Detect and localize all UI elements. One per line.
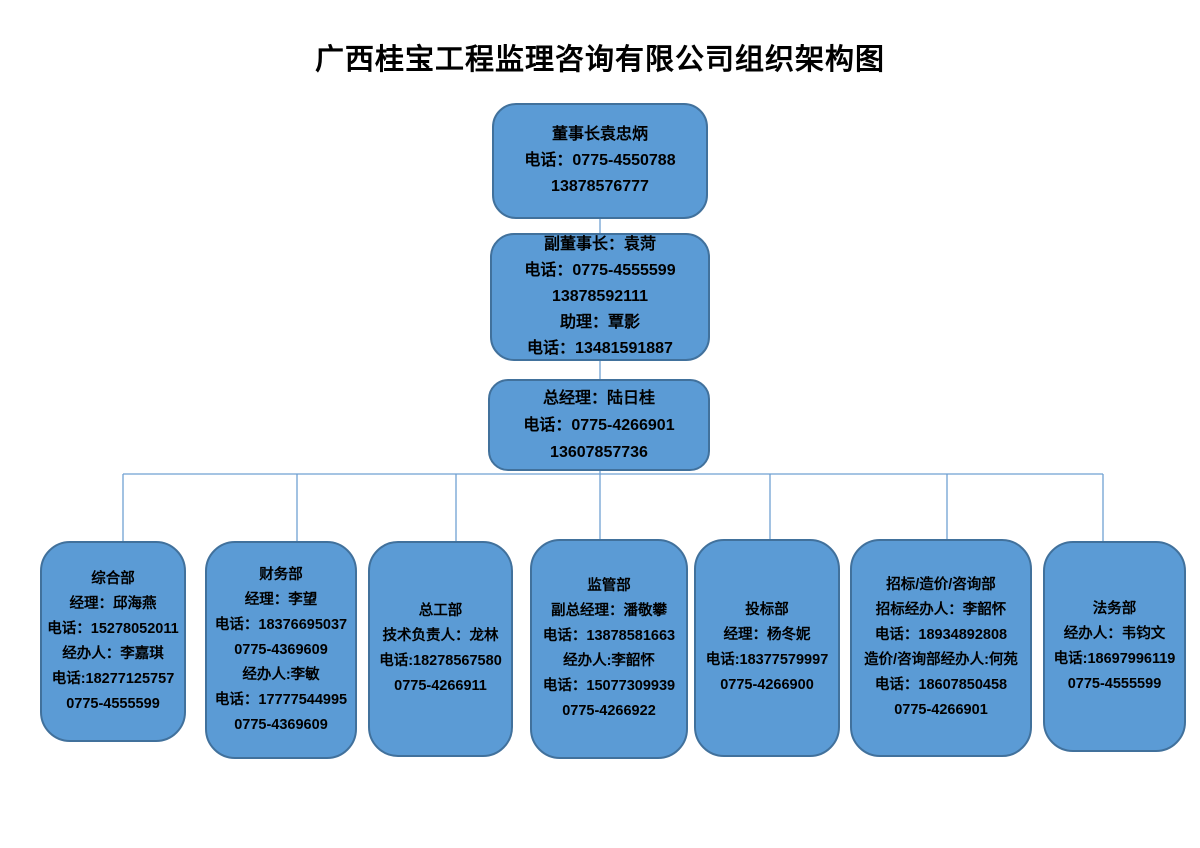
dept-line: 0775-4369609	[234, 716, 328, 733]
dept-line: 经理：邱海燕	[69, 595, 157, 612]
dept-line: 经理：杨冬妮	[723, 627, 811, 643]
dept-line: 0775-4369609	[234, 641, 328, 658]
dept-line: 副总经理：潘敬攀	[551, 603, 667, 619]
dept-line: 电话：15278052011	[47, 620, 179, 637]
assistant-phone-line: 电话：13481591887	[527, 340, 673, 357]
vice-chairman-box: 副董事长：袁菏 电话：0775-4555599 13878592111 助理：覃…	[490, 233, 710, 361]
chairman-name-line: 董事长袁忠炳	[551, 126, 648, 143]
chairman-box: 董事长袁忠炳 电话：0775-4550788 13878576777	[492, 103, 708, 219]
dept-box-finance: 财务部 经理：李望 电话：18376695037 0775-4369609 经办…	[205, 541, 357, 759]
dept-line: 电话:18278567580	[379, 653, 502, 669]
dept-line: 电话：18607850458	[874, 677, 1008, 693]
dept-box-chief-engineer: 总工部 技术负责人：龙林 电话:18278567580 0775-4266911	[368, 541, 513, 757]
assistant-name-line: 助理：覃影	[559, 314, 640, 331]
dept-line: 0775-4266911	[394, 678, 487, 694]
dept-line: 经办人:李敏	[242, 666, 320, 683]
general-manager-box: 总经理：陆日桂 电话：0775-4266901 13607857736	[488, 379, 710, 471]
vice-chairman-mobile-line: 13878592111	[551, 288, 649, 305]
dept-name: 投标部	[745, 602, 789, 618]
gm-phone-line: 电话：0775-4266901	[523, 416, 675, 434]
dept-line: 经办人：韦钧文	[1063, 625, 1166, 642]
dept-box-comprehensive: 综合部 经理：邱海燕 电话：15278052011 经办人：李嘉琪 电话:182…	[40, 541, 186, 742]
gm-name-line: 总经理：陆日桂	[542, 389, 655, 407]
dept-box-supervision: 监管部 副总经理：潘敬攀 电话：13878581663 经办人:李韶怀 电话：1…	[530, 539, 688, 759]
dept-line: 电话：15077309939	[542, 678, 676, 694]
dept-line: 经办人:李韶怀	[563, 653, 655, 669]
chairman-phone-line: 电话：0775-4550788	[524, 152, 676, 169]
dept-box-bidding: 投标部 经理：杨冬妮 电话:18377579997 0775-4266900	[694, 539, 840, 757]
dept-line: 电话：18376695037	[214, 616, 348, 633]
page-title: 广西桂宝工程监理咨询有限公司组织架构图	[314, 44, 885, 76]
dept-line: 0775-4266900	[720, 677, 814, 693]
dept-line: 电话:18697996119	[1053, 650, 1176, 667]
gm-mobile-line: 13607857736	[550, 443, 648, 461]
dept-line: 电话：17777544995	[214, 691, 348, 708]
dept-line: 造价/咨询部经办人:何苑	[864, 652, 1018, 668]
dept-name: 总工部	[418, 603, 463, 619]
dept-name: 综合部	[91, 570, 135, 587]
dept-line: 电话：13878581663	[542, 628, 676, 644]
dept-line: 招标经办人：李韶怀	[875, 602, 1007, 618]
dept-box-tender-cost-consulting: 招标/造价/咨询部 招标经办人：李韶怀 电话：18934892808 造价/咨询…	[850, 539, 1032, 757]
dept-line: 0775-4266922	[562, 703, 656, 719]
dept-line: 技术负责人：龙林	[382, 628, 499, 644]
dept-name: 监管部	[587, 578, 631, 594]
dept-line: 经办人：李嘉琪	[62, 645, 164, 662]
dept-line: 电话：18934892808	[874, 627, 1008, 643]
chairman-mobile-line: 13878576777	[551, 178, 649, 195]
dept-line: 电话:18377579997	[705, 652, 829, 668]
dept-line: 电话:18277125757	[51, 670, 175, 687]
vice-chairman-phone-line: 电话：0775-4555599	[524, 262, 676, 279]
dept-line: 经理：李望	[244, 591, 318, 608]
dept-name: 招标/造价/咨询部	[886, 577, 996, 593]
dept-line: 0775-4555599	[1067, 675, 1162, 692]
dept-name: 财务部	[259, 566, 303, 583]
dept-line: 0775-4266901	[894, 702, 988, 718]
vice-chairman-name-line: 副董事长：袁菏	[543, 236, 656, 253]
dept-name: 法务部	[1092, 600, 1137, 617]
dept-line: 0775-4555599	[66, 695, 160, 712]
dept-box-legal: 法务部 经办人：韦钧文 电话:18697996119 0775-4555599	[1043, 541, 1186, 752]
